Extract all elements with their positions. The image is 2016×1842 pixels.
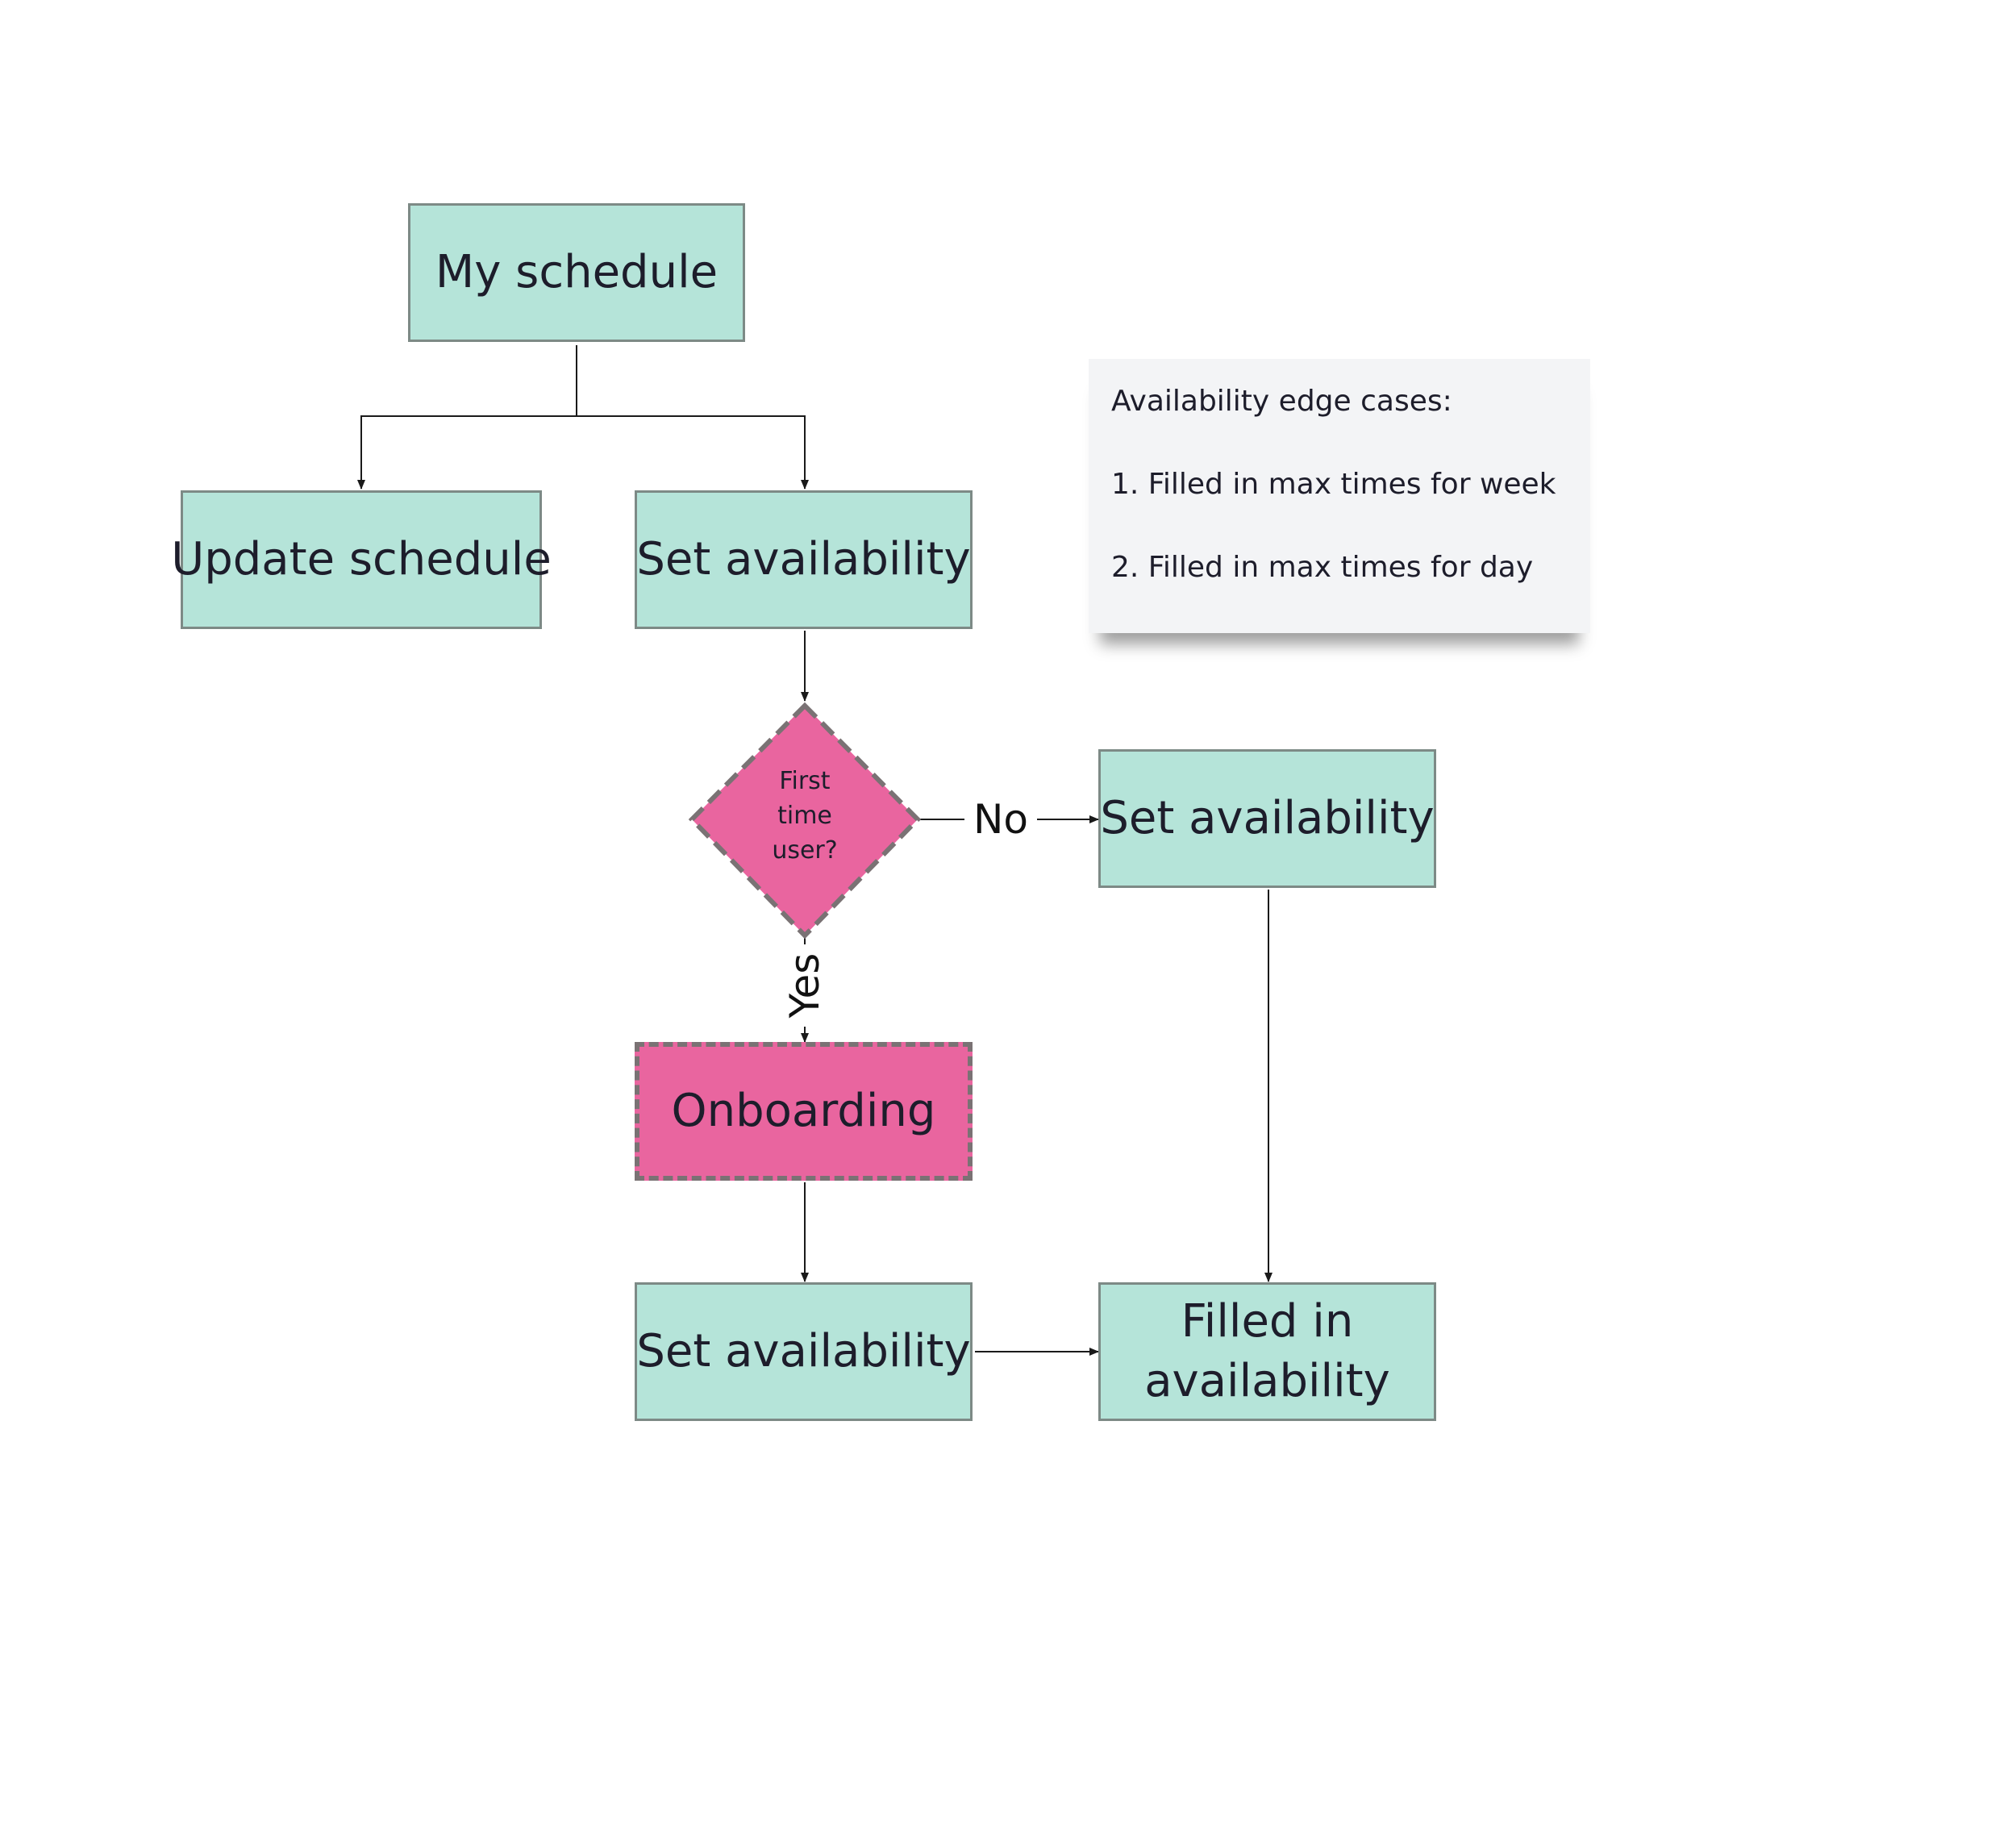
sticky-note-item: 1. Filled in max times for week (1111, 468, 1556, 501)
node-update-schedule[interactable]: Update schedule (171, 490, 552, 629)
node-set-availability-bottom[interactable]: Set availability (635, 1282, 973, 1421)
node-set-availability-right[interactable]: Set availability (1098, 749, 1436, 888)
node-set-availability-top[interactable]: Set availability (635, 490, 973, 629)
connector-to-set-availability-top (577, 415, 809, 490)
sticky-note-item: 2. Filled in max times for day (1111, 551, 1534, 584)
node-onboarding[interactable]: Onboarding (635, 1042, 973, 1181)
sticky-note-heading: Availability edge cases: (1111, 385, 1452, 418)
node-filled-in-availability[interactable]: Filled in availability (1098, 1282, 1436, 1421)
sticky-note[interactable]: Availability edge cases: 1. Filled in ma… (1089, 359, 1590, 633)
edge-label-no: No (964, 798, 1037, 840)
node-my-schedule[interactable]: My schedule (408, 203, 745, 342)
decision-diamond[interactable] (688, 702, 922, 940)
decision-label-first-time-user: First time user? (772, 767, 838, 865)
edge-label-yes: Yes (781, 944, 828, 1027)
connector-to-update-schedule (357, 415, 577, 490)
